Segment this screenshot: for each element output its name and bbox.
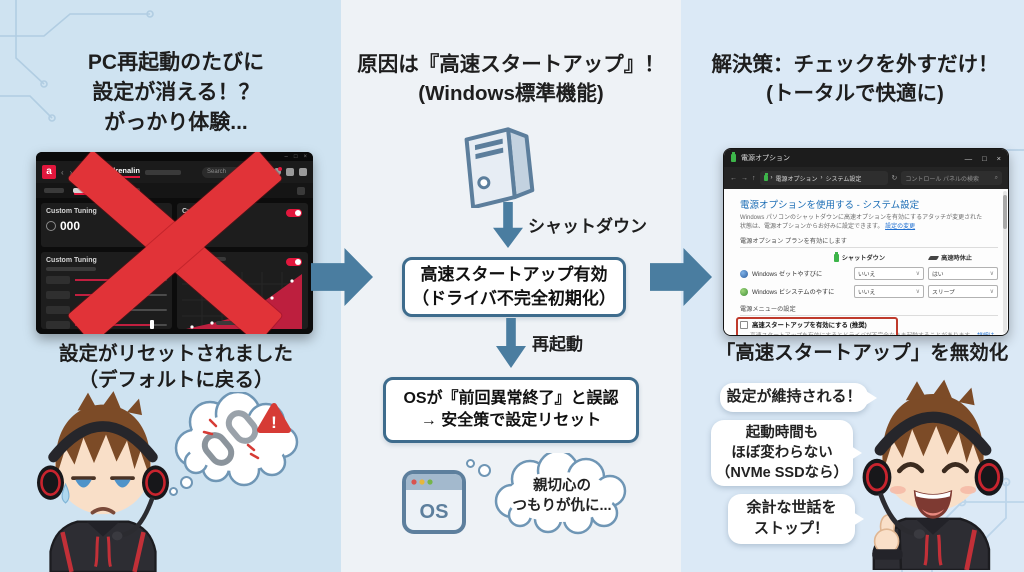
grid-icon[interactable]	[299, 168, 307, 176]
right-caption: 「高速スタートアップ」を無効化	[715, 342, 1009, 364]
sleep-button-row: Windows ビシステムのやすに いいえ∨ スリープ∨	[740, 285, 998, 299]
amd-window-strip: – □ ×	[36, 152, 313, 161]
thought-dot	[169, 487, 178, 496]
back-icon[interactable]: ‹	[61, 167, 65, 177]
win-toolbar: ← → ↑ ›電源オプション›システム設定 ↻ コントロール パネルの検索⌕	[724, 167, 1008, 189]
happy-gamer-character	[862, 379, 1004, 570]
dropdown[interactable]: スリープ∨	[928, 285, 998, 299]
toolbar-icon[interactable]	[297, 186, 305, 195]
maximize-button[interactable]: □	[982, 153, 987, 163]
benefit-bubble-stop-meddling: 余計な世話を ストップ！	[728, 494, 864, 544]
fast-startup-enabled-box: 高速スタートアップ有効 （ドライバ不完全初期化）	[402, 257, 626, 317]
fast-startup-description: 高速スタートアップを有効にするとドライバが不完全なまま起動することがあります。 …	[750, 330, 998, 335]
thought-dot	[466, 459, 475, 468]
power-button-icon	[740, 269, 748, 278]
minimize-button[interactable]: —	[964, 153, 973, 163]
os-label: OS	[420, 501, 449, 523]
close-button[interactable]: ×	[996, 153, 1001, 163]
thought-dot	[180, 476, 193, 489]
right-panel-title: 解決策：チェックを外すだけ！ (トータルで快適に)	[711, 53, 999, 106]
benefit-bubble-settings-kept: 設定が維持される！	[720, 383, 877, 412]
dropdown[interactable]: いいえ∨	[854, 267, 924, 281]
text-skeleton	[46, 267, 96, 271]
tuning-value: 000	[46, 219, 167, 233]
headphone-earcup-icon	[862, 458, 892, 496]
reboot-arrow-label: 再起動	[532, 335, 583, 354]
card-title: Custom Tuning	[46, 208, 97, 215]
amd-close-button[interactable]: ×	[303, 153, 307, 160]
pen-icon	[927, 255, 940, 260]
power-icon	[763, 173, 768, 181]
power-icon	[731, 152, 736, 162]
broken-chain-thought-bubble: !	[174, 392, 299, 487]
shutdown-settings-label: 電源メニューの設定	[740, 304, 998, 317]
amd-maximize-button[interactable]: □	[293, 153, 298, 160]
control-panel-search-input[interactable]: コントロール パネルの検索⌕	[901, 171, 1002, 185]
sad-gamer-character	[37, 391, 169, 572]
search-icon: ⌕	[994, 174, 998, 181]
plans-label: 電源オプション プランを有効にします	[740, 236, 998, 249]
amd-minimize-button[interactable]: –	[284, 153, 288, 160]
amd-adrenalin-screenshot: – □ × a ‹ › Adrenalin Search Custom Tuni…	[36, 152, 313, 334]
back-icon[interactable]: ←	[730, 174, 737, 182]
os-window-icon: OS	[402, 470, 466, 534]
feature-toggle[interactable]	[286, 258, 302, 266]
scrollbar[interactable]	[1003, 191, 1007, 333]
sleep-icon	[740, 287, 748, 296]
tab-skeleton[interactable]	[44, 188, 64, 193]
os-misdetect-box: OSが『前回異常終了』と誤認 → 安全策で設定リセット	[383, 377, 639, 443]
svg-text:!: !	[271, 413, 277, 432]
headphone-earcup-icon	[974, 458, 1004, 496]
headphone-earcup-icon	[142, 465, 169, 500]
refresh-icon[interactable]: ↻	[891, 175, 898, 182]
power-settings-heading: 電源オプションを使用する - システム設定	[740, 200, 920, 211]
forward-icon[interactable]: ›	[70, 168, 74, 177]
gear-icon[interactable]	[286, 168, 294, 176]
thought-dot	[478, 464, 491, 477]
menu-item-skeleton[interactable]	[144, 169, 181, 175]
amd-logo-icon: a	[42, 165, 56, 179]
headphone-earcup-icon	[37, 465, 64, 500]
windows-power-options-screenshot: 電源オプション — □ × ← → ↑ ›電源オプション›システム設定 ↻ コン…	[723, 148, 1009, 336]
fast-startup-setting: 高速スタートアップを有効にする (推奨) 高速スタートアップを有効にするとドライ…	[736, 317, 998, 335]
breadcrumb[interactable]: ›電源オプション›システム設定	[759, 171, 888, 185]
window-title: 電源オプション	[741, 155, 790, 162]
dropdown[interactable]: はい∨	[928, 267, 998, 281]
thought-cloud-text: 親切心の つもりが仇に...	[512, 478, 612, 514]
thought-cloud	[494, 453, 627, 535]
power-button-row: Windows ゼットやすびに いいえ∨ はい∨	[740, 267, 998, 281]
intro-link[interactable]: 設定の変更	[885, 223, 916, 230]
learn-more-link[interactable]: 詳細はこちら	[750, 333, 994, 335]
forward-icon[interactable]: →	[741, 174, 748, 182]
middle-panel-title: 原因は『高速スタートアップ』！ (Windows標準機能)	[357, 53, 665, 106]
left-panel-title: PC再起動のたびに 設定が消える！？ がっかり体験...	[87, 51, 265, 134]
win-content: 電源オプションを使用する - システム設定 Windows パソコンのシャットダ…	[724, 189, 1008, 335]
benefit-bubble-boot-time: 起動時間も ほぼ変わらない （NVMe SSDなら）	[711, 420, 862, 486]
pc-tower-icon	[464, 127, 535, 208]
win-titlebar: 電源オプション — □ ×	[724, 149, 1008, 167]
shutdown-arrow-label: シャットダウン	[528, 217, 647, 236]
dropdown[interactable]: いいえ∨	[854, 285, 924, 299]
warning-triangle-icon	[257, 403, 291, 433]
feature-toggle[interactable]	[286, 209, 302, 217]
fast-startup-checkbox[interactable]	[740, 320, 748, 329]
card-title: Custom Tuning	[46, 257, 97, 264]
column-headers: シャットダウン 高速時休止	[740, 251, 998, 262]
left-caption: 設定がリセットされました （デフォルトに戻る）	[58, 343, 293, 392]
break-spark-icon	[202, 418, 260, 460]
intro-text: Windows パソコンのシャットダウンに高速オプションを有効にするアタッチが変…	[740, 215, 983, 230]
battery-icon	[833, 251, 839, 262]
up-icon[interactable]: ↑	[752, 174, 756, 182]
dial-icon[interactable]	[46, 221, 56, 231]
